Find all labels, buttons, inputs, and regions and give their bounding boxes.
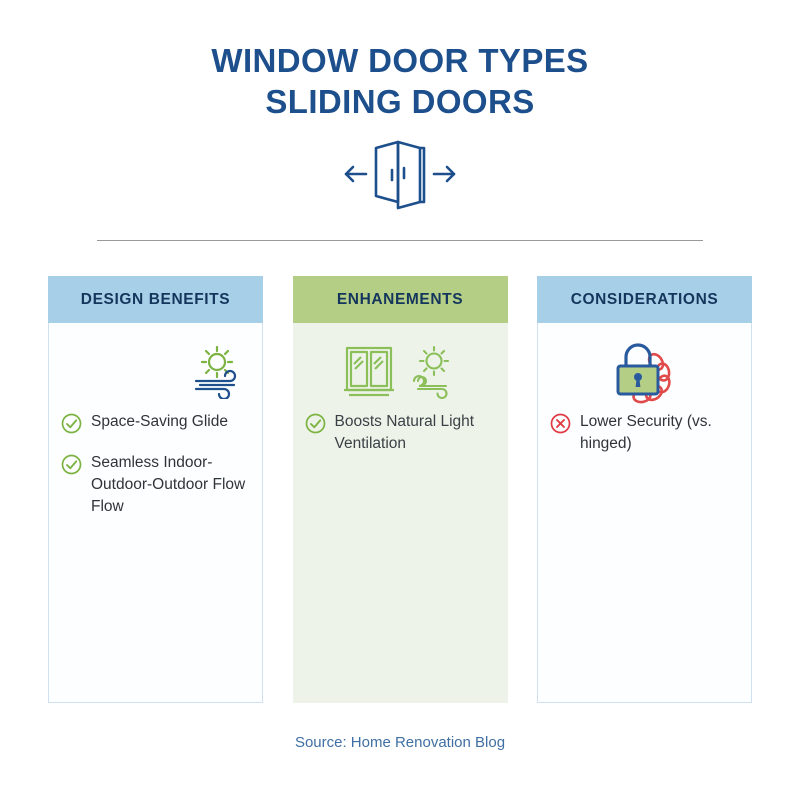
list-item: Lower Security (vs. hinged) (550, 411, 739, 455)
cross-icon (550, 413, 571, 434)
sliding-door-arrows-icon (0, 136, 800, 212)
list-item: Seamless Indoor-Outdoor-Outdoor Flow Flo… (61, 452, 250, 518)
list-item-text: Space-Saving Glide (91, 413, 228, 430)
column-header-label: ENHANEMENTS (336, 290, 464, 308)
list-item-text: Boosts Natural Light Ventilation (334, 413, 475, 452)
sun-wind-icon (190, 345, 246, 404)
list-item: Boosts Natural Light Ventilation (305, 411, 496, 455)
list-item: Space-Saving Glide (61, 411, 250, 434)
title-block: WINDOW DOOR TYPES SLIDING DOORS (0, 40, 800, 122)
page-title-line-1: WINDOW DOOR TYPES (211, 42, 589, 79)
check-icon (305, 413, 326, 434)
decor-row-design-benefits (61, 337, 250, 411)
footer: Source: Home Renovation Blog (0, 734, 800, 752)
check-icon (61, 454, 82, 475)
list-item-text: Lower Security (vs. hinged) (580, 413, 712, 452)
column-considerations: CONSIDERATIONS (537, 276, 752, 703)
section-divider (97, 240, 703, 241)
column-body-design-benefits: Space-Saving Glide Seamless Indoor-Outdo… (49, 323, 262, 518)
column-design-benefits: DESIGN BENEFITS (48, 276, 263, 703)
check-icon (61, 413, 82, 434)
column-header-label: CONSIDERATIONS (570, 290, 719, 308)
source-label: Source: Home Renovation Blog (294, 734, 506, 751)
column-body-enhancements: Boosts Natural Light Ventilation (293, 323, 508, 455)
column-header-considerations: CONSIDERATIONS (537, 276, 752, 323)
column-header-design-benefits: DESIGN BENEFITS (48, 276, 263, 323)
window-icon (340, 344, 398, 405)
page-title-line-2: SLIDING DOORS (265, 83, 535, 120)
list-item-text: Seamless Indoor-Outdoor-Outdoor Flow Flo… (91, 454, 246, 515)
column-header-label: DESIGN BENEFITS (80, 290, 231, 308)
decor-row-considerations (550, 337, 739, 411)
column-body-considerations: Lower Security (vs. hinged) (538, 323, 751, 455)
decor-row-enhancements (305, 337, 496, 411)
column-header-enhancements: ENHANEMENTS (292, 276, 508, 323)
padlock-chain-icon (608, 338, 682, 411)
sun-wind-icon (406, 345, 460, 404)
comparison-columns: DESIGN BENEFITS (48, 276, 752, 703)
column-enhancements: ENHANEMENTS (292, 276, 508, 703)
